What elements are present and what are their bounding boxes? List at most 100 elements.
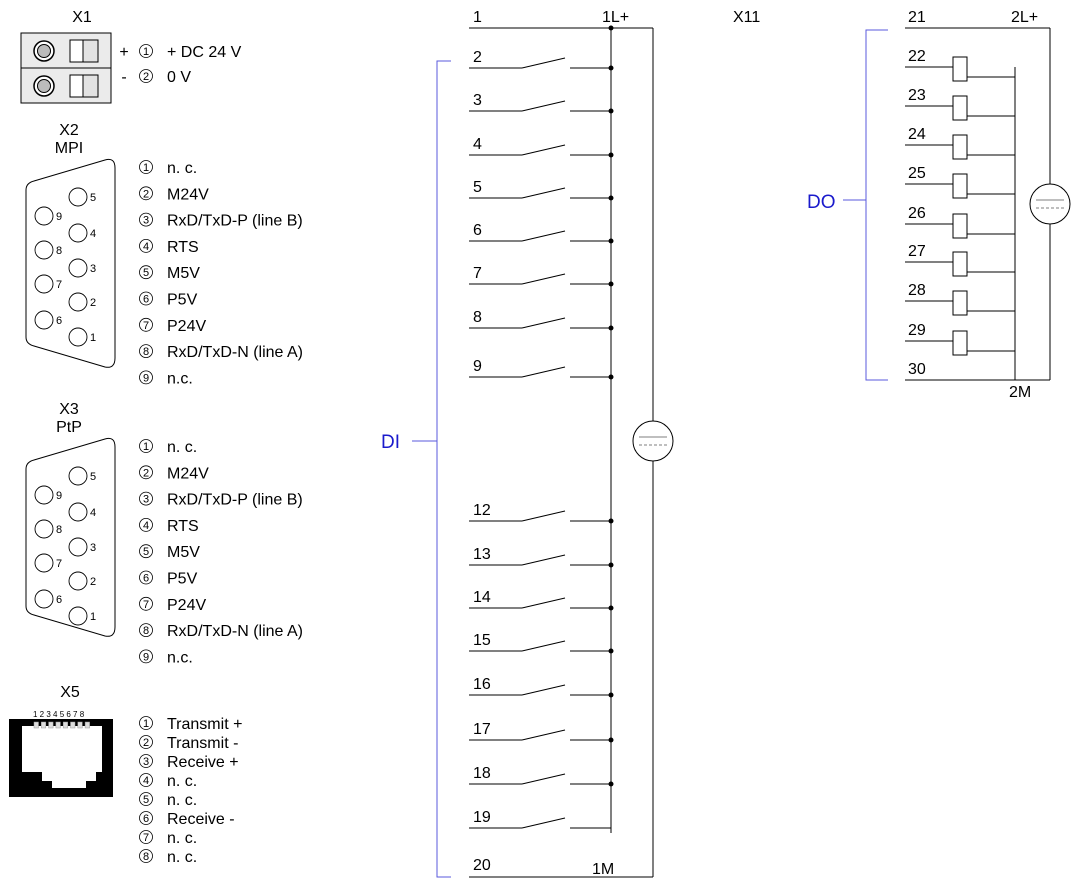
do-terminal-label: 28 [908,282,926,299]
circled-number [139,265,153,280]
do-output-row: 22 [905,48,1015,82]
di-terminal-label: 3 [473,92,482,109]
pin-list-number: 8 [143,851,149,863]
circled-number [139,849,153,863]
do-terminal-30-label: 30 [908,361,926,378]
di-bracket [436,60,451,878]
circled-number [139,754,153,768]
load-resistor-icon [952,330,968,356]
pin-list-text: n.c. [167,370,193,387]
x11-title: X11 [733,9,760,26]
circled-number [139,317,153,332]
do-output-row: 29 [905,322,1015,356]
circled-number [139,716,153,730]
sub-d-9-pin-connector [25,158,116,368]
junction-dot [608,518,614,524]
pin-list-text: P5V [167,292,198,309]
di-terminal-1-label: 1 [473,9,482,26]
x5-pin-numbers: 1 2 3 4 5 6 7 8 [33,710,85,719]
di-input-row: 8 [469,309,614,331]
di-input-row: 14 [469,589,614,611]
do-output-row: 26 [905,205,1015,239]
pin-list-number: 8 [143,346,149,358]
junction-dot [608,281,614,287]
pin-hole-icon [34,553,54,573]
switch-contact-icon [521,230,566,242]
do-2m-label: 2M [1009,384,1031,401]
load-resistor-icon [952,95,968,121]
pin-hole-icon [34,310,54,330]
pin-hole-icon [68,502,88,522]
load-resistor-icon [952,134,968,160]
contact-pin-icon [41,721,47,729]
circled-number [139,491,153,506]
pin-list-text: P24V [167,318,206,335]
circled-number [139,649,153,664]
pin-hole-icon [68,292,88,312]
pin-list-text: n. c. [167,830,197,847]
di-terminal-label: 6 [473,222,482,239]
pin-list-text: P5V [167,571,198,588]
contact-pin-icon [70,721,76,729]
switch-contact-icon [521,100,566,112]
pin-list-text: RxD/TxD-N (line A) [167,623,303,640]
pin-list-number: 1 [143,441,149,453]
di-1l-plus-label: 1L+ [602,9,629,26]
pin-hole-icon [68,466,88,486]
di-terminal-20-label: 20 [473,857,491,874]
di-input-row: 19 [469,809,611,829]
pin-list-text: n. c. [167,792,197,809]
pin-number: 2 [90,297,96,309]
x5-title: X5 [60,684,80,701]
do-output-row: 27 [905,243,1015,277]
switch-contact-icon [521,684,566,696]
pin-hole-icon [68,327,88,347]
switch-contact-icon [521,144,566,156]
pin-list-text: M5V [167,544,200,561]
pin-list-number: 4 [143,775,149,787]
pin-number: 2 [90,576,96,588]
di-input-row: 5 [469,179,614,201]
circled-number [139,212,153,227]
di-terminal-label: 5 [473,179,482,196]
do-label: DO [807,192,836,213]
switch-contact-icon [521,273,566,285]
x1-row-2-text: 0 V [167,69,191,86]
pin-number: 5 [90,192,96,204]
junction-dot [608,152,614,158]
pin-hole-icon [68,258,88,278]
circled-number [139,44,153,58]
pin-list-text: M5V [167,265,200,282]
pin-list-number: 2 [143,188,149,200]
pin-list-number: 2 [143,467,149,479]
contact-pin-icon [77,721,83,729]
pin-number: 5 [90,471,96,483]
pin-number: 7 [56,558,62,570]
do-output-row: 24 [905,126,1015,160]
pin-number: 8 [56,524,62,536]
pin-list-text: RTS [167,239,199,256]
contact-pin-icon [55,721,61,729]
pin-list-text: n. c. [167,773,197,790]
di-terminal-label: 17 [473,721,491,738]
pin-number: 6 [56,594,62,606]
pin-list-number: 9 [143,372,149,384]
circled-number [139,773,153,787]
do-terminal-label: 26 [908,205,926,222]
junction-dot [608,605,614,611]
circled-number [139,238,153,253]
di-input-row: 6 [469,222,614,244]
pin-list-text: Transmit + [167,716,242,733]
pin-hole-icon [34,589,54,609]
pin-list-number: 1 [143,718,149,730]
x2-title: X2 [59,122,79,139]
x2-subtitle: MPI [55,140,83,157]
rj45-contacts [33,721,90,729]
do-bracket [865,29,888,381]
